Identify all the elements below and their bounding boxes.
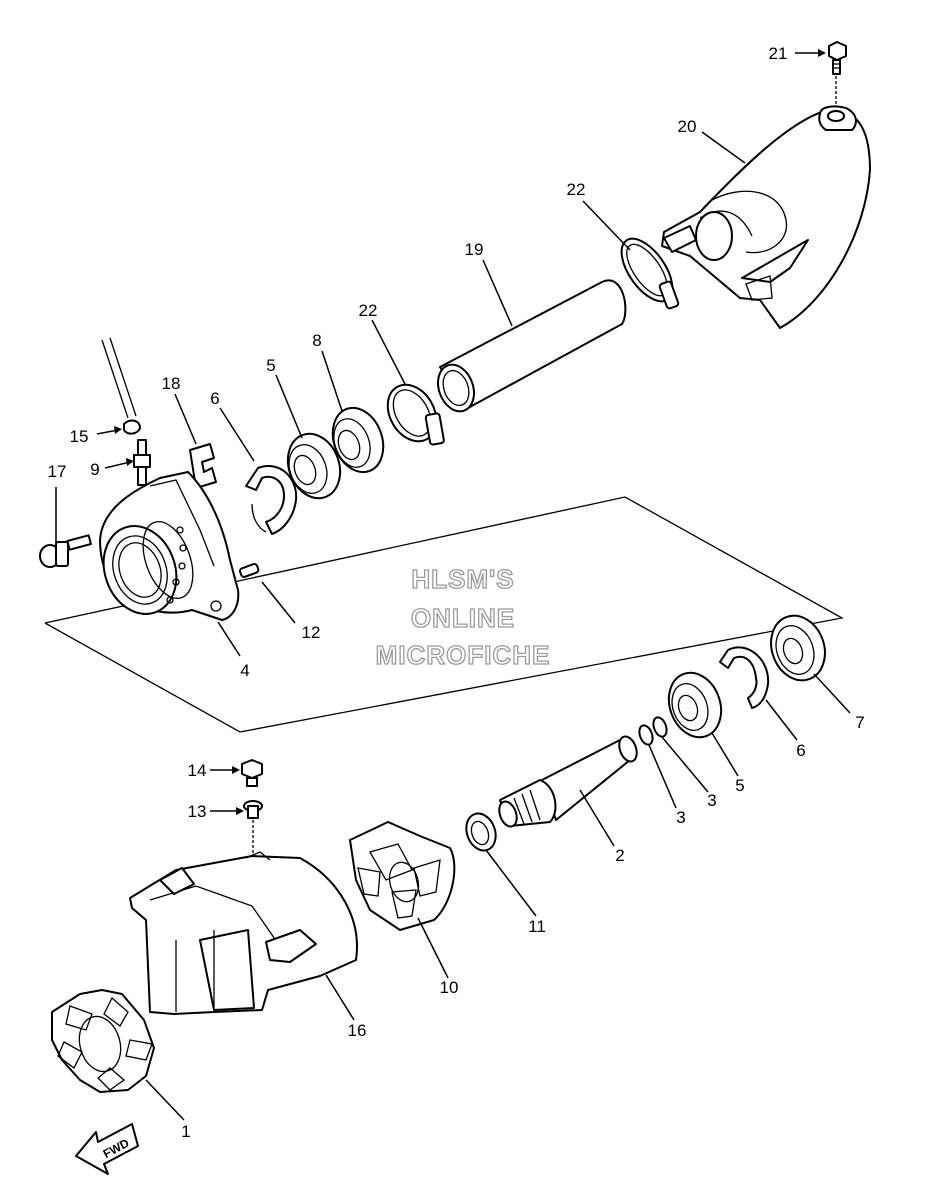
callout-12: 12 (302, 623, 321, 642)
watermark-line-2: ONLINE (411, 603, 515, 633)
callout-3-left: 3 (676, 808, 685, 827)
part-17-bolt[interactable] (39, 534, 92, 568)
part-15-clip[interactable] (101, 337, 141, 435)
callout-22-upper: 22 (567, 180, 586, 199)
callout-11: 11 (528, 917, 546, 936)
callout-labels: 21 20 22 19 22 8 5 18 6 15 9 17 12 4 7 6… (48, 44, 865, 1141)
callout-5-lower: 5 (735, 776, 744, 795)
part-2-shaft[interactable] (496, 734, 640, 829)
watermark-line-3: MICROFICHE (376, 640, 551, 670)
callout-10: 10 (440, 978, 459, 997)
part-7-bearing[interactable] (762, 608, 833, 688)
leader-lines (55, 49, 851, 1121)
callout-4: 4 (240, 661, 249, 680)
part-9-fitting[interactable] (133, 439, 151, 486)
callout-6-lower: 6 (796, 741, 805, 760)
part-5-bearing-upper[interactable] (279, 426, 349, 505)
part-8-bearing[interactable] (324, 401, 392, 479)
callout-16: 16 (348, 1021, 367, 1040)
part-3-o-rings[interactable] (637, 716, 669, 747)
callout-1: 1 (181, 1122, 190, 1141)
part-6-circlip-lower[interactable] (719, 646, 770, 709)
callout-18: 18 (162, 374, 181, 393)
fwd-arrow-icon: FWD (75, 1123, 139, 1175)
part-4-bearing-housing[interactable] (92, 471, 240, 624)
part-19-tube[interactable] (432, 279, 627, 416)
watermark: HLSM'S ONLINE MICROFICHE (375, 563, 551, 670)
callout-7: 7 (855, 713, 864, 732)
part-6-circlip-upper[interactable] (245, 465, 298, 535)
callout-17: 17 (48, 462, 67, 481)
callout-20: 20 (678, 117, 697, 136)
part-13-washer[interactable] (243, 800, 263, 856)
part-18-plate[interactable] (189, 443, 217, 489)
callout-6-upper: 6 (210, 389, 219, 408)
callout-19: 19 (465, 240, 484, 259)
callout-3-right: 3 (707, 791, 716, 810)
part-10-coupler[interactable] (349, 821, 456, 931)
part-22-clamp-upper[interactable] (612, 230, 683, 310)
callout-2: 2 (615, 846, 624, 865)
part-14-bolt[interactable] (241, 759, 263, 787)
callout-13: 13 (188, 802, 207, 821)
callout-9: 9 (90, 460, 99, 479)
assembly-outline (44, 496, 844, 733)
part-11-spacer[interactable] (461, 809, 500, 854)
callout-21: 21 (769, 44, 788, 63)
part-20-housing[interactable] (661, 105, 871, 329)
part-5-bearing-lower[interactable] (660, 665, 730, 744)
callout-22-lower: 22 (359, 301, 378, 320)
watermark-line-1: HLSM'S (411, 564, 514, 594)
callout-5-upper: 5 (266, 356, 275, 375)
part-16-cover[interactable] (129, 851, 358, 1015)
part-21-bolt[interactable] (828, 41, 847, 112)
part-22-clamp-lower[interactable] (378, 376, 446, 450)
part-1-damper[interactable] (51, 989, 155, 1093)
callout-14: 14 (188, 761, 207, 780)
part-12-pin[interactable] (239, 563, 260, 578)
callout-15: 15 (70, 427, 89, 446)
callout-8: 8 (312, 331, 321, 350)
